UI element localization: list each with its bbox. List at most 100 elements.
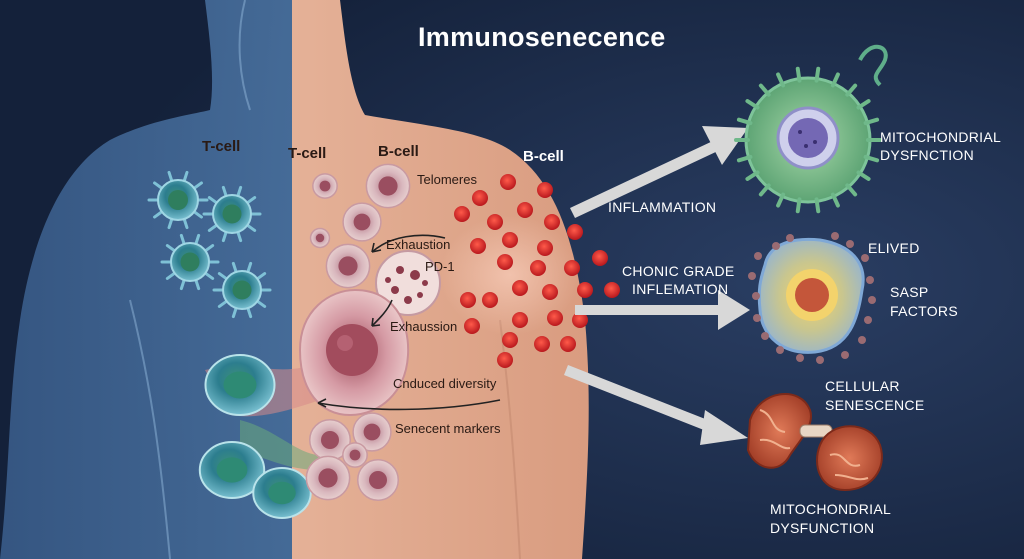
sasp-droplet [748, 272, 756, 280]
telomeres-label: Telomeres [417, 172, 477, 187]
t-cell-icon [147, 170, 209, 230]
elived-label: ELIVED [868, 240, 920, 256]
red-blood-cell-icon [577, 282, 593, 298]
red-blood-cell-icon [542, 284, 558, 300]
cellular-label-1: CELLULAR [825, 378, 900, 394]
t-cell-label-mid: T-cell [288, 145, 327, 162]
red-blood-cell-group [454, 174, 620, 368]
t-cell-icon [212, 261, 272, 319]
red-blood-cell-icon [497, 352, 513, 368]
large-exhausted-cell [375, 250, 441, 316]
red-blood-cell-icon [530, 260, 546, 276]
b-cell-icon [342, 202, 382, 242]
exhaustion-label: Exhaustion [386, 237, 451, 252]
red-blood-cell-icon [512, 280, 528, 296]
t-cell-icon [252, 467, 312, 519]
chronic-grade-label-2: INFLEMATION [632, 281, 729, 297]
b-cell-icon [342, 442, 368, 468]
red-blood-cell-icon [472, 190, 488, 206]
red-blood-cell-icon [464, 318, 480, 334]
page-title: Immunosenecence [418, 22, 666, 52]
senescent-markers-label: Senecent markers [395, 421, 501, 436]
sasp-label-1: SASP [890, 284, 929, 300]
sasp-droplet [866, 276, 874, 284]
red-blood-cell-icon [502, 232, 518, 248]
red-blood-cell-icon [517, 202, 533, 218]
sasp-droplet [786, 234, 794, 242]
b-cell-icon [309, 227, 331, 249]
red-blood-cell-icon [537, 240, 553, 256]
b-cell-icon [352, 412, 392, 452]
red-blood-cell-icon [502, 332, 518, 348]
t-cell-icon [204, 354, 276, 416]
sasp-droplet [772, 242, 780, 250]
arrow-icon [575, 305, 720, 315]
large-senescent-b-cell [298, 288, 410, 417]
sasp-droplet [776, 346, 784, 354]
pd1-label: PD-1 [425, 259, 455, 274]
mitochondrion-icon [746, 393, 883, 492]
red-blood-cell-icon [567, 224, 583, 240]
b-cell-icon [365, 163, 411, 209]
sasp-droplet [753, 314, 761, 322]
red-blood-cell-icon [604, 282, 620, 298]
red-blood-cell-icon [500, 174, 516, 190]
red-blood-cell-icon [560, 336, 576, 352]
red-blood-cell-icon [460, 292, 476, 308]
t-cell-icon [198, 441, 266, 499]
arrow-icon [570, 140, 720, 218]
chronic-grade-label-1: CHONIC GRADE [622, 263, 735, 279]
diversity-label: Cnduced diversity [393, 376, 497, 391]
b-cell-label-right: B-cell [523, 148, 564, 165]
red-blood-cell-icon [534, 336, 550, 352]
red-blood-cell-icon [497, 254, 513, 270]
red-blood-cell-icon [454, 206, 470, 222]
red-blood-cell-icon [537, 182, 553, 198]
b-cell-label-mid: B-cell [378, 143, 419, 160]
inner-arrows [317, 234, 501, 411]
b-cell-icon [305, 455, 351, 501]
sasp-droplet [858, 336, 866, 344]
red-blood-cell-icon [482, 292, 498, 308]
mito-bottom-label-2: DYSFUNCTION [770, 520, 875, 536]
pathway-arrows [564, 126, 750, 445]
sasp-droplet [831, 232, 839, 240]
red-blood-cell-icon [547, 310, 563, 326]
t-cell-icon [160, 233, 220, 291]
arrow-icon [564, 365, 718, 434]
b-cell-icon [312, 173, 338, 199]
b-cell-icon [357, 459, 399, 501]
sasp-droplet [754, 252, 762, 260]
b-cell-icon [325, 243, 371, 289]
exhaussion-label: Exhaussion [390, 319, 458, 334]
sasp-droplet [816, 356, 824, 364]
sasp-droplet [761, 332, 769, 340]
b-cell-group [305, 163, 411, 501]
sasp-droplet [752, 292, 760, 300]
cellular-label-2: SENESCENCE [825, 397, 925, 413]
sasp-cell-icon [748, 232, 876, 364]
sasp-droplet [868, 296, 876, 304]
mito-bottom-label-1: MITOCHONDRIAL [770, 501, 892, 517]
sasp-droplet [864, 316, 872, 324]
inflammation-label: INFLAMMATION [608, 199, 717, 215]
red-blood-cell-icon [564, 260, 580, 276]
sasp-droplet [796, 354, 804, 362]
red-blood-cell-icon [470, 238, 486, 254]
red-blood-cell-icon [512, 312, 528, 328]
t-cell-icon [202, 185, 262, 243]
mito-top-label-2: DYSFNCTION [880, 147, 974, 163]
b-cell-icon [309, 419, 351, 461]
red-blood-cell-icon [592, 250, 608, 266]
senescent-cell-icon [734, 44, 888, 214]
t-cell-group [147, 170, 312, 519]
t-cell-label-left: T-cell [202, 138, 241, 155]
red-blood-cell-icon [544, 214, 560, 230]
sasp-label-2: FACTORS [890, 303, 958, 319]
red-blood-cell-icon [487, 214, 503, 230]
membrane-green [240, 420, 330, 470]
sasp-droplet [846, 240, 854, 248]
red-blood-cell-icon [572, 312, 588, 328]
